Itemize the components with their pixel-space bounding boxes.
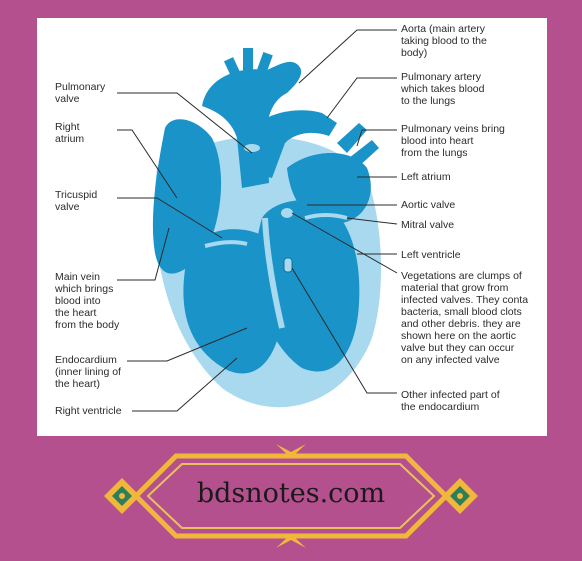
tricuspid-valve xyxy=(204,240,248,248)
aorta-branch-3 xyxy=(255,52,273,78)
left-ornament-icon xyxy=(104,478,140,514)
pulmonary-vein-2 xyxy=(349,140,379,168)
left-atrium xyxy=(287,153,371,224)
banner-inner-frame xyxy=(146,463,436,529)
right-ornament-icon xyxy=(442,478,478,514)
aorta xyxy=(202,61,302,188)
label-mitral-valve: Mitral valve xyxy=(401,219,454,231)
site-name[interactable]: bdsnotes.com xyxy=(196,478,386,509)
vegetation-endocardium xyxy=(283,257,293,273)
pulmonary-artery xyxy=(252,110,337,178)
aorta-branch-2 xyxy=(243,48,253,74)
aorta-branch-1 xyxy=(223,57,245,85)
bottom-ornament-icon xyxy=(276,534,306,548)
vegetation-aortic xyxy=(281,208,293,218)
top-ornament-icon xyxy=(276,444,306,458)
pulmonary-vein-1 xyxy=(337,123,367,153)
label-right-ventricle: Right ventricle xyxy=(55,405,122,417)
mitral-valve xyxy=(304,213,348,220)
right-atrium xyxy=(152,119,222,274)
label-left-ventricle: Left ventricle xyxy=(401,249,461,261)
label-left-atrium: Left atrium xyxy=(401,171,451,183)
left-ventricle xyxy=(255,200,360,372)
leader-lines xyxy=(117,29,398,412)
site-banner xyxy=(104,444,478,548)
septum xyxy=(262,217,285,329)
label-aortic-valve: Aortic valve xyxy=(401,199,455,211)
